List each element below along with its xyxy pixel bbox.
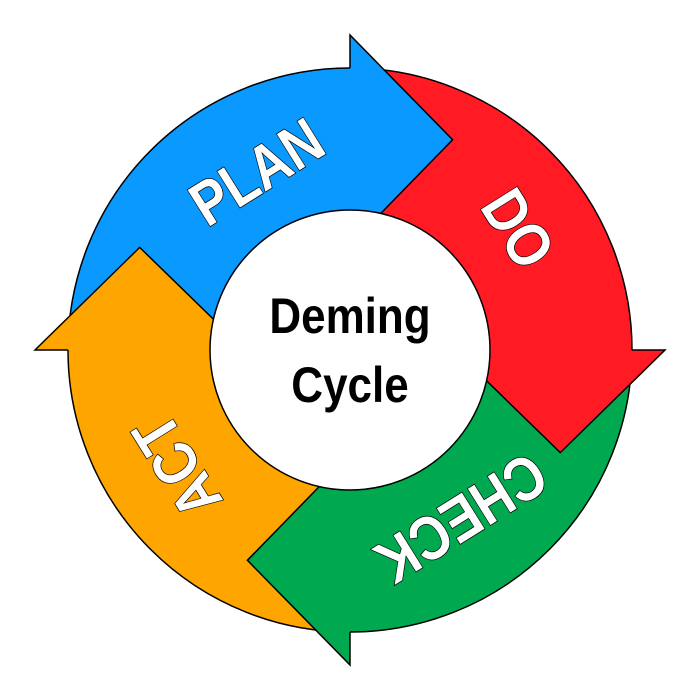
arrow-outer-edge-plan [67, 67, 351, 351]
title-line-1: Deming [269, 287, 430, 343]
arrow-outer-edge-act [67, 349, 351, 633]
arrow-head-do [455, 350, 665, 453]
title-line-2: Cycle [291, 356, 408, 412]
arrow-outer-edge-check [349, 349, 633, 633]
arrow-outer-edge-do [349, 67, 633, 351]
arrow-head-act [35, 247, 245, 350]
center-circle [209, 209, 491, 491]
arrow-head-check [247, 455, 350, 665]
arrow-head-plan [350, 35, 453, 245]
